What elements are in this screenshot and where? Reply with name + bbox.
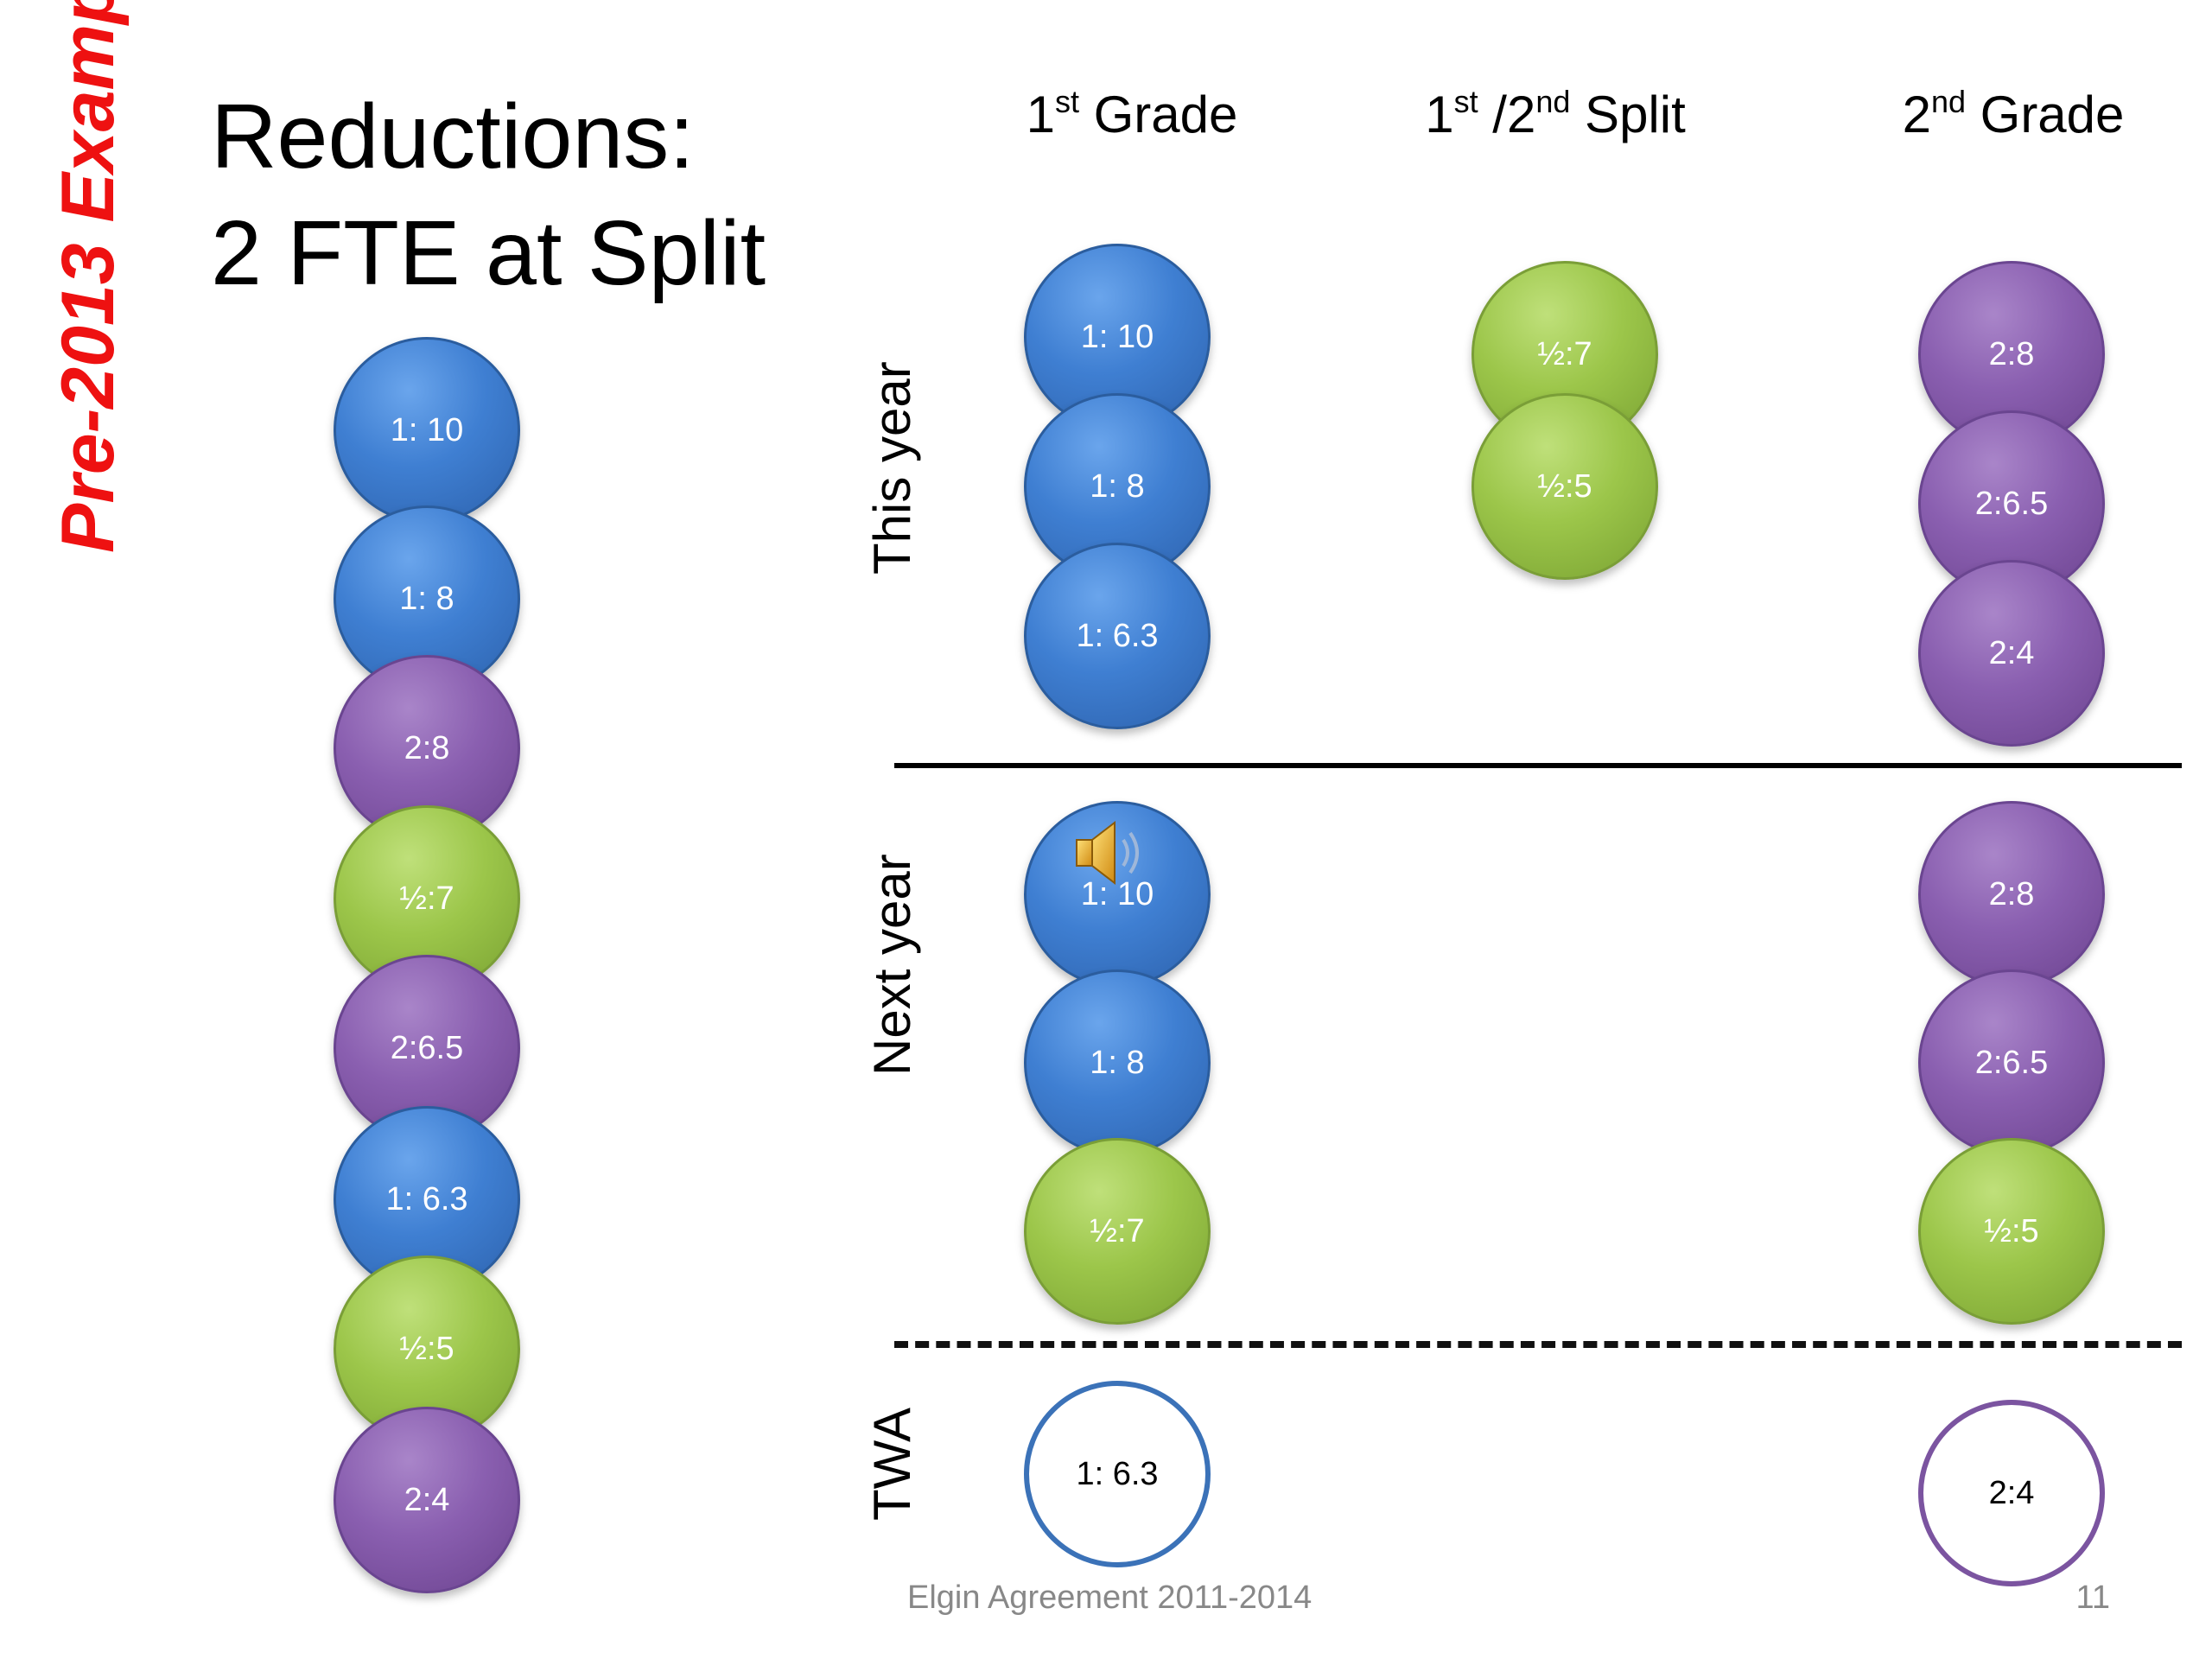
- next-year-grade1-circle-3: ½:7: [1024, 1138, 1211, 1325]
- this-year-divider: [894, 763, 2182, 768]
- column-header-split: 1st /2nd Split: [1425, 84, 1686, 143]
- footer-text: Elgin Agreement 2011-2014: [907, 1580, 1313, 1616]
- next-year-grade2-circle-3: ½:5: [1918, 1138, 2105, 1325]
- this-year-grade1-circle-3: 1: 6.3: [1024, 543, 1211, 729]
- page-number: 11: [2075, 1580, 2110, 1616]
- title-line-2: 2 FTE at Split: [211, 202, 766, 304]
- row-label-twa: TWA: [863, 1407, 921, 1521]
- twa-grade2-circle: 2:4: [1918, 1400, 2105, 1586]
- stack-circle-1: 1: 10: [334, 337, 520, 524]
- column-header-2nd-grade: 2nd Grade: [1902, 84, 2125, 143]
- row-label-next-year: Next year: [863, 854, 921, 1076]
- this-year-grade2-circle-3: 2:4: [1918, 560, 2105, 747]
- speaker-icon[interactable]: [1070, 814, 1156, 892]
- next-year-grade2-circle-1: 2:8: [1918, 801, 2105, 988]
- this-year-split-circle-2: ½:5: [1471, 393, 1658, 580]
- column-header-1st-grade: 1st Grade: [1026, 84, 1238, 143]
- next-year-grade1-circle-1: 1: 10: [1024, 801, 1211, 988]
- pre-2013-example-label: Pre-2013 Example: [47, 0, 130, 553]
- row-label-this-year: This year: [863, 361, 921, 575]
- next-year-divider: [894, 1341, 2182, 1348]
- title-line-1: Reductions:: [211, 86, 695, 188]
- next-year-grade1-circle-2: 1: 8: [1024, 969, 1211, 1156]
- twa-grade1-circle: 1: 6.3: [1024, 1381, 1211, 1567]
- next-year-grade2-circle-2: 2:6.5: [1918, 969, 2105, 1156]
- stack-circle-8: 2:4: [334, 1407, 520, 1593]
- stack-circle-6: 1: 6.3: [334, 1106, 520, 1293]
